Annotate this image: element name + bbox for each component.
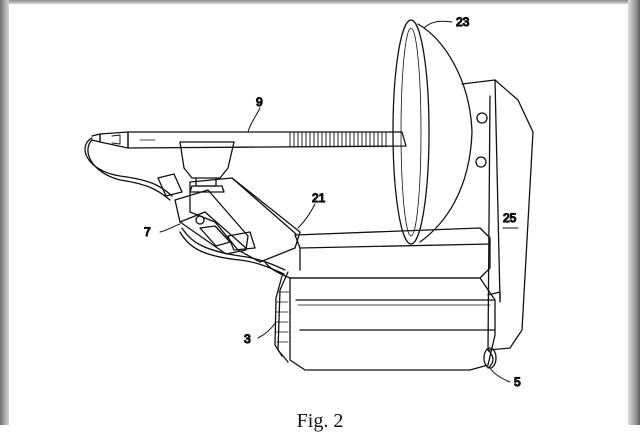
label-connector: 7	[144, 225, 151, 239]
viewer-frame-right	[628, 0, 640, 425]
label-handle: 9	[256, 95, 263, 109]
handle-holder	[179, 141, 235, 193]
label-base: 5	[514, 375, 521, 389]
figure-caption: Fig. 2	[296, 410, 344, 432]
cables	[84, 137, 286, 275]
base-unit	[289, 277, 501, 371]
side-control-panel	[274, 271, 290, 363]
upper-body-block	[264, 227, 491, 279]
viewer-frame-top	[0, 0, 640, 4]
parabolic-bowl	[392, 19, 473, 245]
label-bowl: 23	[456, 15, 470, 29]
handle-wand	[91, 131, 407, 149]
label-housing-panel: 25	[503, 211, 517, 225]
handle-grip-ribs	[289, 131, 387, 148]
viewer-frame-left	[0, 0, 9, 425]
rear-housing-panel	[461, 79, 534, 351]
leader-lines	[159, 20, 511, 383]
connector-unit	[174, 189, 256, 255]
label-side-controls: 3	[244, 332, 251, 346]
label-arm: 21	[312, 191, 326, 205]
